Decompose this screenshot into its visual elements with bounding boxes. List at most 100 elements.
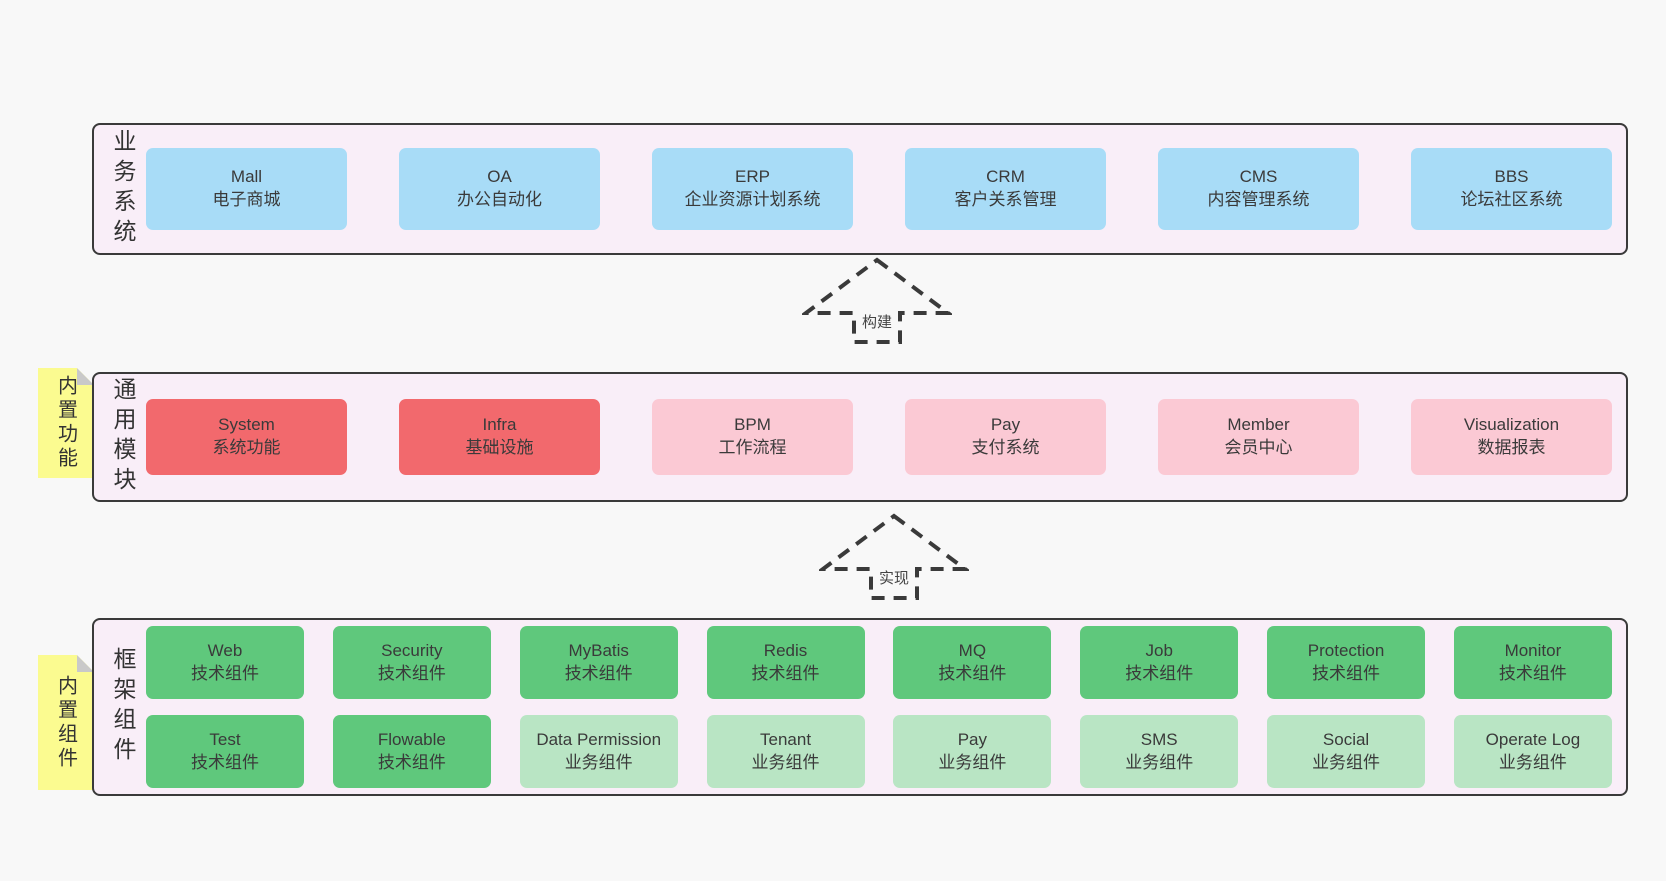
box-subtitle: 业务组件 [1498,752,1567,772]
box-title: Web [207,640,243,660]
box-pay-component: Pay 业务组件 [893,715,1052,788]
box-infra: Infra 基础设施 [399,399,600,475]
box-title: Protection [1307,640,1385,660]
box-title: Tenant [760,729,812,749]
arrow-build-icon: 构建 [802,256,952,346]
box-title: MQ [958,640,987,660]
section-label-business-systems: 业务系统 [110,129,136,249]
box-visualization: Visualization 数据报表 [1411,399,1612,475]
box-title: Visualization [1463,415,1560,435]
box-title: Pay [990,415,1021,435]
box-title: ERP [735,167,770,187]
box-subtitle: 工作流程 [718,438,787,457]
box-protection: Protection 技术组件 [1267,626,1426,699]
box-subtitle: 技术组件 [1498,663,1567,683]
section-label-common-modules: 通用模块 [110,377,136,497]
box-sms: SMS 业务组件 [1080,715,1239,788]
box-title: CRM [986,167,1025,187]
box-operate-log: Operate Log 业务组件 [1453,715,1612,788]
box-title: Data Permission [536,729,662,749]
box-subtitle: 电子商城 [212,190,281,209]
box-erp: ERP 企业资源计划系统 [652,148,853,230]
sticky-note-builtin-components: 内置组件 [38,655,94,790]
sticky-note-text: 内置组件 [54,674,77,771]
box-subtitle: 技术组件 [1312,663,1381,683]
box-flowable: Flowable 技术组件 [332,715,491,788]
box-title: BBS [1494,167,1529,187]
box-title: Security [381,640,443,660]
box-member: Member 会员中心 [1158,399,1359,475]
box-web: Web 技术组件 [146,626,304,699]
box-subtitle: 技术组件 [1125,663,1194,683]
arrow-label: 实现 [875,567,913,588]
box-subtitle: 办公自动化 [457,190,542,209]
box-subtitle: 业务组件 [1125,752,1194,772]
box-title: Monitor [1504,640,1562,660]
biz-components-row: Test 技术组件 Flowable 技术组件 Data Permission … [146,715,1612,788]
box-bbs: BBS 论坛社区系统 [1411,148,1612,230]
section-framework-components: 框架组件 Web 技术组件 Security 技术组件 MyBatis 技术组件… [92,618,1628,796]
box-social: Social 业务组件 [1267,715,1426,788]
box-crm: CRM 客户关系管理 [905,148,1106,230]
tech-components-row: Web 技术组件 Security 技术组件 MyBatis 技术组件 Redi… [146,626,1612,699]
box-job: Job 技术组件 [1080,626,1239,699]
box-title: Redis [763,640,808,660]
box-title: Flowable [377,729,446,749]
section-business-systems: 业务系统 Mall 电子商城 OA 办公自动化 ERP 企业资源计划系统 CRM… [92,123,1628,255]
arrow-label: 构建 [858,311,896,332]
box-oa: OA 办公自动化 [399,148,600,230]
box-bpm: BPM 工作流程 [652,399,853,475]
box-subtitle: 技术组件 [377,752,446,772]
box-subtitle: 技术组件 [564,663,633,683]
arrow-implement-icon: 实现 [819,512,969,602]
box-subtitle: 技术组件 [377,663,446,683]
box-title: Social [1322,729,1370,749]
box-title: Test [209,729,241,749]
dashed-up-arrow-icon [819,513,969,600]
box-title: Member [1227,415,1290,435]
box-data-permission: Data Permission 业务组件 [519,715,678,788]
box-subtitle: 技术组件 [191,663,259,683]
common-modules-row: System 系统功能 Infra 基础设施 BPM 工作流程 Pay 支付系统… [146,399,1612,475]
box-subtitle: 支付系统 [971,438,1040,457]
box-subtitle: 客户关系管理 [954,190,1057,209]
box-mall: Mall 电子商城 [146,148,347,230]
box-subtitle: 业务组件 [938,752,1007,772]
box-title: Pay [957,729,988,749]
box-title: SMS [1140,729,1178,749]
box-test: Test 技术组件 [146,715,304,788]
box-subtitle: 技术组件 [751,663,820,683]
box-subtitle: 数据报表 [1477,438,1546,457]
sticky-note-text: 内置功能 [54,375,77,471]
box-title: Operate Log [1485,729,1581,749]
box-title: BPM [734,415,771,435]
box-title: MyBatis [568,640,629,660]
box-subtitle: 系统功能 [212,438,281,457]
box-system: System 系统功能 [146,399,347,475]
box-cms: CMS 内容管理系统 [1158,148,1359,230]
box-subtitle: 内容管理系统 [1207,190,1310,209]
box-tenant: Tenant 业务组件 [706,715,865,788]
box-security: Security 技术组件 [332,626,491,699]
box-mq: MQ 技术组件 [893,626,1052,699]
box-title: OA [487,167,512,187]
box-subtitle: 会员中心 [1224,438,1293,457]
box-title: Job [1145,640,1173,660]
box-subtitle: 技术组件 [938,663,1007,683]
box-subtitle: 论坛社区系统 [1460,190,1563,209]
box-title: Infra [482,415,517,435]
box-subtitle: 业务组件 [564,752,633,772]
sticky-note-builtin-features: 内置功能 [38,368,94,478]
box-monitor: Monitor 技术组件 [1453,626,1612,699]
box-pay-module: Pay 支付系统 [905,399,1106,475]
box-subtitle: 业务组件 [751,752,820,772]
box-subtitle: 技术组件 [191,752,259,772]
box-subtitle: 基础设施 [465,438,534,457]
box-title: CMS [1239,167,1278,187]
section-label-framework-components: 框架组件 [110,647,136,767]
box-title: Mall [230,167,263,187]
box-mybatis: MyBatis 技术组件 [519,626,678,699]
section-common-modules: 通用模块 System 系统功能 Infra 基础设施 BPM 工作流程 Pay… [92,372,1628,502]
box-subtitle: 企业资源计划系统 [684,190,821,209]
